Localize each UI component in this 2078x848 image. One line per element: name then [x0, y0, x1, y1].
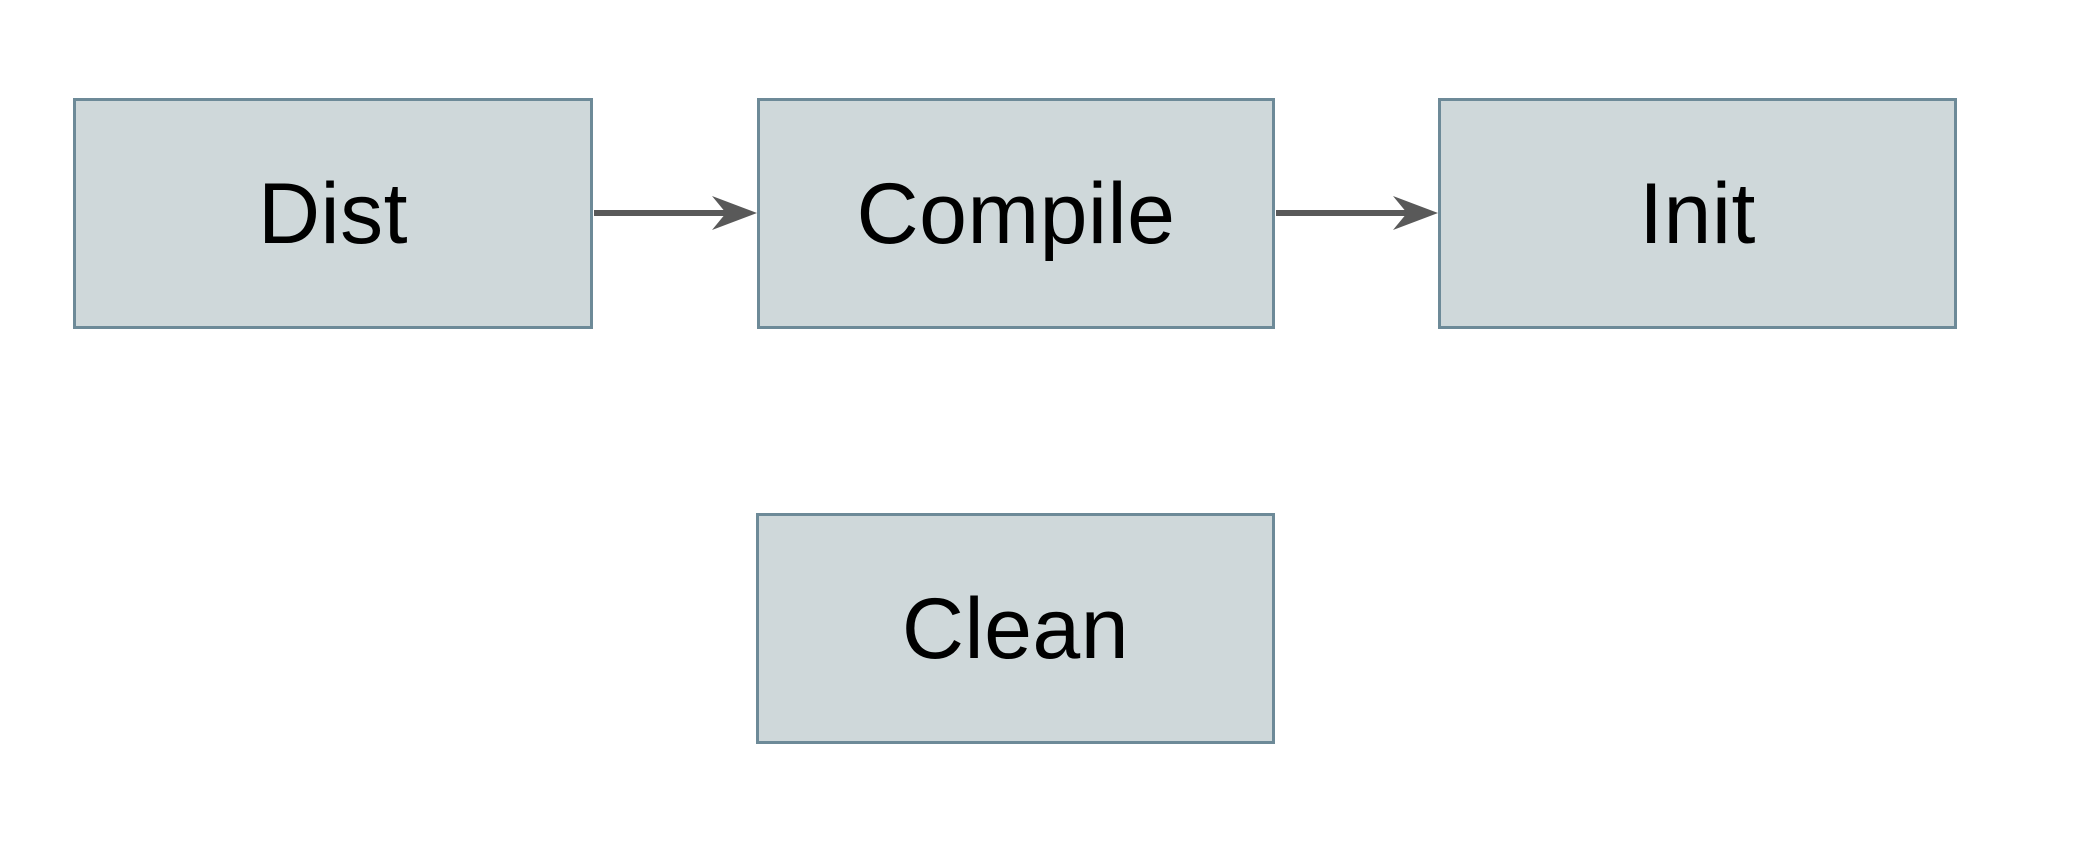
- node-compile[interactable]: Compile: [757, 98, 1275, 329]
- node-clean-label: Clean: [901, 580, 1130, 677]
- node-dist[interactable]: Dist: [73, 98, 593, 329]
- node-init[interactable]: Init: [1438, 98, 1957, 329]
- arrow-compile-to-init: [1276, 196, 1438, 230]
- node-compile-label: Compile: [856, 165, 1176, 262]
- node-init-label: Init: [1639, 165, 1756, 262]
- node-clean[interactable]: Clean: [756, 513, 1275, 744]
- node-dist-label: Dist: [257, 165, 409, 262]
- arrow-dist-to-compile: [594, 196, 757, 230]
